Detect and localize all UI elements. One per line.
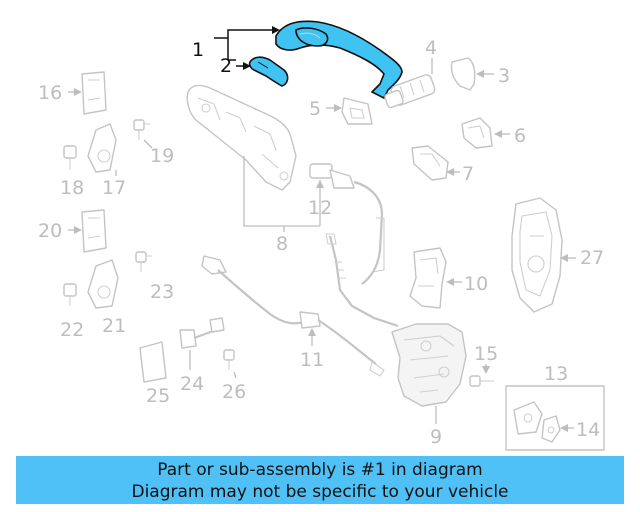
callout-6: 6 [514, 125, 526, 147]
part-4-lock-cylinder [384, 58, 436, 109]
callout-16: 16 [38, 82, 62, 104]
callout-18: 18 [60, 177, 84, 199]
callout-3: 3 [498, 65, 510, 87]
callout-2: 2 [220, 55, 232, 77]
callout-11: 11 [300, 349, 324, 371]
part-21-hinge-half [87, 259, 119, 309]
part-7-gasket [411, 145, 460, 181]
cable-rod-assembly [325, 233, 399, 328]
callout-17: 17 [102, 177, 126, 199]
callout-25: 25 [146, 385, 170, 407]
part-19-bolt [133, 119, 153, 149]
part-24-door-check [179, 317, 225, 370]
info-banner: Part or sub-assembly is #1 in diagram Di… [16, 456, 624, 504]
part-13-striker-group [505, 385, 605, 451]
callout-2-leader [236, 62, 251, 70]
part-23-bolt [135, 251, 152, 272]
banner-line-2: Diagram may not be specific to your vehi… [131, 482, 509, 502]
part-16-hinge [68, 71, 107, 115]
callout-10: 10 [464, 273, 488, 295]
callout-1: 1 [192, 39, 204, 61]
callout-4: 4 [425, 37, 437, 59]
part-20-hinge [68, 209, 107, 253]
part-8-handle-frame [186, 84, 321, 232]
callout-26: 26 [222, 381, 246, 403]
part-18-bolt [63, 145, 77, 170]
part-2-handle-cap[interactable] [248, 56, 289, 87]
part-25-pad [139, 341, 167, 383]
part-9-door-latch [391, 323, 467, 424]
callout-27: 27 [580, 247, 604, 269]
callout-22: 22 [60, 319, 84, 341]
part-11-lock-cable [201, 255, 385, 377]
part-12-rod-clip [309, 163, 385, 285]
callout-7: 7 [462, 163, 474, 185]
callout-5: 5 [309, 98, 321, 120]
part-26-bolt [223, 349, 237, 379]
callout-23: 23 [150, 281, 174, 303]
part-17-hinge-half [87, 123, 117, 176]
callout-19: 19 [150, 145, 174, 167]
part-15-screw [469, 364, 494, 387]
callout-13: 13 [544, 363, 568, 385]
callout-15: 15 [474, 343, 498, 365]
callout-12: 12 [308, 197, 332, 219]
callout-8: 8 [276, 233, 288, 255]
callout-24: 24 [180, 373, 204, 395]
callout-21: 21 [102, 315, 126, 337]
part-3-cover [450, 57, 494, 91]
part-10-bracket [409, 247, 462, 309]
part-1-outside-handle[interactable] [275, 20, 403, 99]
part-22-bolt [63, 283, 77, 306]
banner-line-1: Part or sub-assembly is #1 in diagram [157, 460, 483, 480]
callout-20: 20 [38, 220, 62, 242]
part-27-trim-piece [511, 197, 576, 313]
callout-14: 14 [576, 419, 600, 441]
callout-1-leader [214, 26, 280, 61]
callout-9: 9 [430, 426, 442, 448]
part-6-seal [461, 117, 510, 149]
part-5-escutcheon [326, 97, 373, 125]
